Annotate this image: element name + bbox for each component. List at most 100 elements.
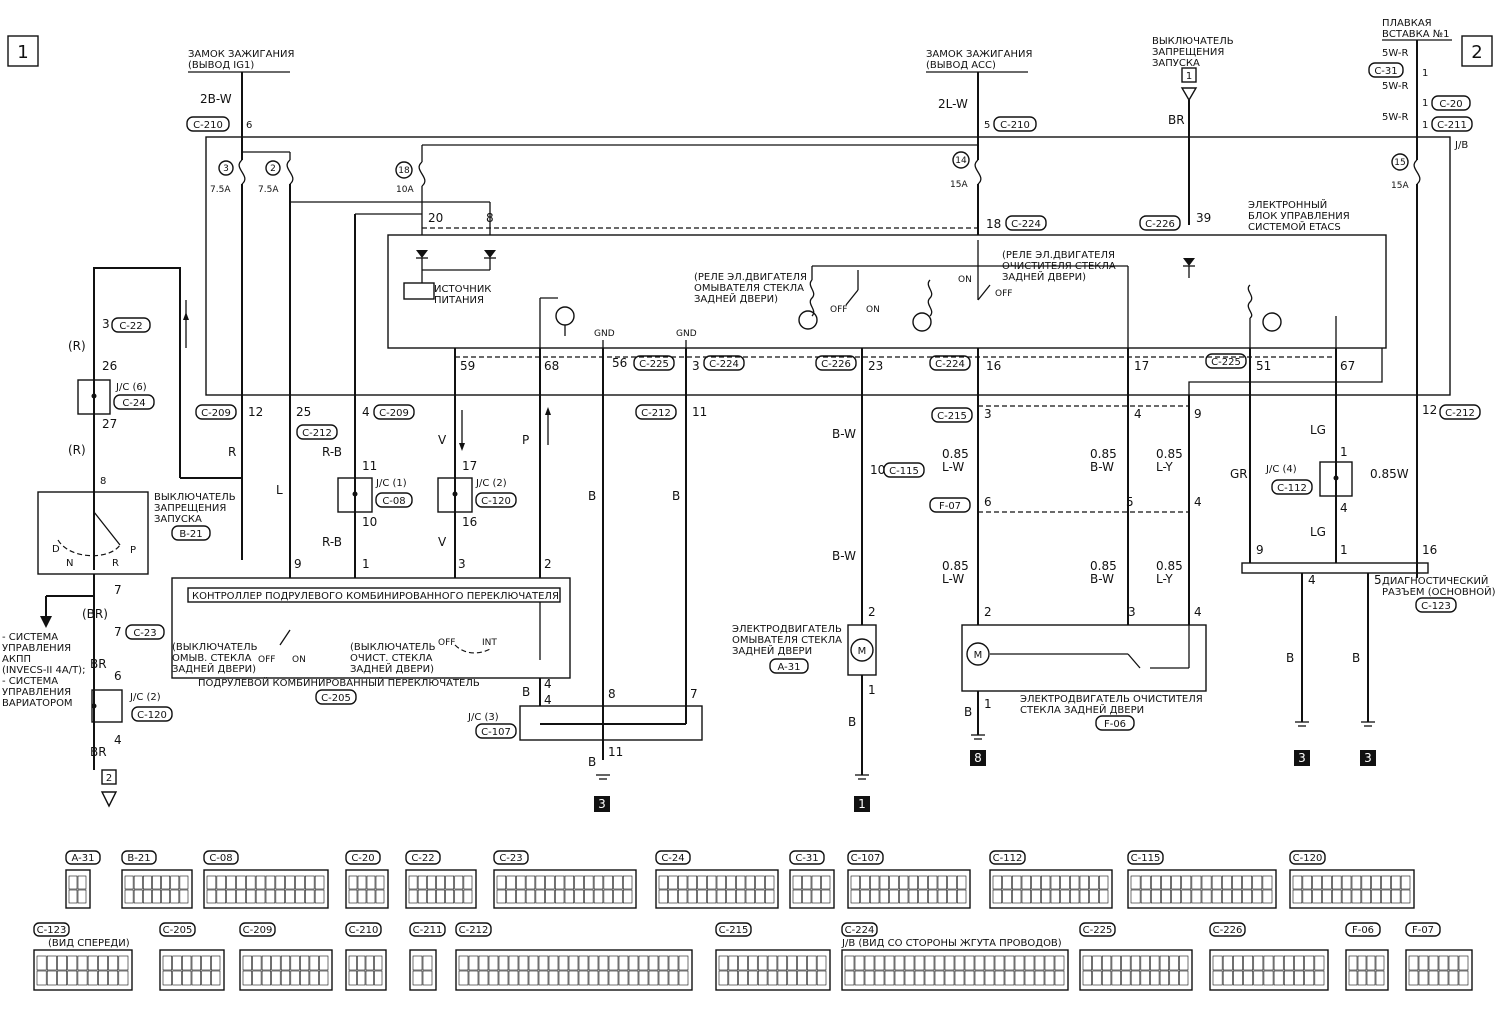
diag-pin-1b: 1 bbox=[1340, 543, 1348, 557]
connector-view-tag bbox=[159, 922, 196, 937]
c31-pin: 1 bbox=[1422, 68, 1428, 79]
connector-pin-cell bbox=[1391, 875, 1401, 890]
connector-pin-cell bbox=[622, 889, 633, 904]
controller-label: КОНТРОЛЛЕР ПОДРУЛЕВОГО КОМБИНИРОВАННОГО … bbox=[192, 591, 559, 602]
connector-pin-cell bbox=[271, 955, 281, 971]
connector-pin-cell bbox=[375, 889, 385, 904]
connector-pin-cell bbox=[797, 955, 807, 971]
connector-pin-cell bbox=[1253, 970, 1264, 986]
connector-pin-cell bbox=[412, 970, 423, 986]
connector-pin-cell bbox=[1034, 955, 1045, 971]
wiper-pin-4: 4 bbox=[1134, 407, 1142, 421]
connector-pin-cell bbox=[535, 875, 545, 890]
connector-pin-cell bbox=[554, 889, 565, 904]
wiper-motor-box bbox=[961, 624, 1207, 692]
connector-pin-cell bbox=[1150, 875, 1161, 890]
conn-c225-a-label: C-225 bbox=[639, 359, 669, 370]
connector-pin-cell bbox=[1262, 875, 1273, 890]
connector-pin-cell bbox=[628, 970, 639, 986]
controller-box bbox=[187, 587, 561, 603]
cs-on-1: ON bbox=[292, 655, 306, 665]
connector-pin-cell bbox=[918, 875, 928, 890]
connector-pin-cell bbox=[1375, 970, 1385, 986]
jc3-pin-11: 11 bbox=[608, 745, 623, 759]
diag-gr: GR bbox=[1230, 467, 1248, 481]
connector-pin-cell bbox=[68, 889, 78, 904]
ground-3-diag-a-label: 3 bbox=[1298, 751, 1306, 765]
wire-5wr-c: 5W-R bbox=[1382, 112, 1408, 123]
connector-pin-cell bbox=[658, 875, 668, 890]
connector-pin-cell bbox=[348, 889, 358, 904]
conn-a31 bbox=[769, 658, 809, 674]
conn-c107 bbox=[475, 723, 517, 739]
connector-pin-cell bbox=[261, 955, 271, 971]
connector-pin-cell bbox=[1361, 875, 1371, 890]
connector-pin-cell bbox=[1054, 970, 1065, 986]
connector-pin-cell bbox=[1201, 889, 1212, 904]
connector-pin-cell bbox=[1332, 889, 1342, 904]
connector-pin-cell bbox=[1341, 889, 1352, 904]
cs-pin-4b: 4 bbox=[544, 693, 552, 707]
connector-pin-cell bbox=[787, 970, 797, 986]
wiper-b: B bbox=[964, 705, 972, 719]
connector-pin-cell bbox=[417, 889, 427, 904]
connector-pin-cell bbox=[1150, 970, 1160, 986]
washer-pin-1: 1 bbox=[868, 683, 876, 697]
ground-3-diag-b bbox=[1360, 750, 1376, 766]
connector-pin-cell bbox=[1181, 889, 1192, 904]
conn-c215-label: C-215 bbox=[937, 411, 967, 422]
connector-pin-cell bbox=[211, 970, 221, 986]
diag-connector-box bbox=[1241, 562, 1429, 574]
mid-pin-1: 1 bbox=[362, 557, 370, 571]
connector-pin-cell bbox=[802, 875, 812, 890]
washer-bw2: B-W bbox=[832, 549, 856, 563]
diag-pin-4: 4 bbox=[1340, 501, 1348, 515]
connector-pin-cell bbox=[1400, 875, 1411, 890]
connector-pin-cell bbox=[1060, 875, 1070, 890]
conn-c31-label: C-31 bbox=[1374, 66, 1397, 77]
connector-pin-cell bbox=[1041, 889, 1051, 904]
connector-pin-cell bbox=[357, 889, 367, 904]
c210b-pin: 5 bbox=[984, 120, 990, 131]
connector-pin-cell bbox=[236, 889, 246, 904]
connector-view-label: C-112 bbox=[993, 853, 1023, 864]
mid-pin-10: 10 bbox=[362, 515, 377, 529]
pin-17: 17 bbox=[1134, 359, 1149, 373]
connector-pin-cell bbox=[1252, 889, 1263, 904]
connector-pin-cell bbox=[426, 875, 436, 890]
page-marker-left bbox=[7, 35, 39, 67]
fuse-14-num: 14 bbox=[955, 156, 967, 166]
conn-c211 bbox=[1431, 116, 1473, 132]
cs-int: INT bbox=[482, 638, 497, 648]
connector-pin-cell bbox=[77, 955, 88, 971]
connector-pin-cell bbox=[811, 889, 821, 904]
connector-view-body bbox=[345, 949, 387, 991]
connector-pin-cell bbox=[1171, 875, 1182, 890]
connector-pin-cell bbox=[728, 955, 738, 971]
connector-pin-cell bbox=[319, 970, 329, 986]
connector-pin-cell bbox=[1060, 889, 1070, 904]
connector-pin-cell bbox=[1150, 889, 1161, 904]
connector-pin-cell bbox=[904, 955, 915, 971]
connector-pin-cell bbox=[508, 955, 519, 971]
connector-pin-cell bbox=[1418, 955, 1429, 971]
connector-pin-cell bbox=[944, 955, 955, 971]
connector-pin-cell bbox=[618, 955, 629, 971]
mid-pin-2: 2 bbox=[544, 557, 552, 571]
connector-pin-cell bbox=[458, 970, 469, 986]
connector-pin-cell bbox=[548, 955, 559, 971]
relay2-off: OFF bbox=[995, 289, 1012, 299]
connector-view-label: C-209 bbox=[243, 925, 273, 936]
cs-b: B bbox=[522, 685, 530, 699]
diag-pin-5: 5 bbox=[1374, 573, 1382, 587]
connector-pin-cell bbox=[844, 955, 855, 971]
connector-pin-cell bbox=[821, 889, 831, 904]
connector-view-body bbox=[455, 949, 693, 991]
connector-pin-cell bbox=[598, 970, 609, 986]
connector-pin-cell bbox=[816, 955, 827, 971]
connector-view-label: C-212 bbox=[459, 925, 489, 936]
connector-pin-cell bbox=[588, 955, 599, 971]
connector-pin-cell bbox=[36, 970, 47, 986]
connector-pin-cell bbox=[1024, 955, 1035, 971]
connector-pin-cell bbox=[1140, 875, 1151, 890]
